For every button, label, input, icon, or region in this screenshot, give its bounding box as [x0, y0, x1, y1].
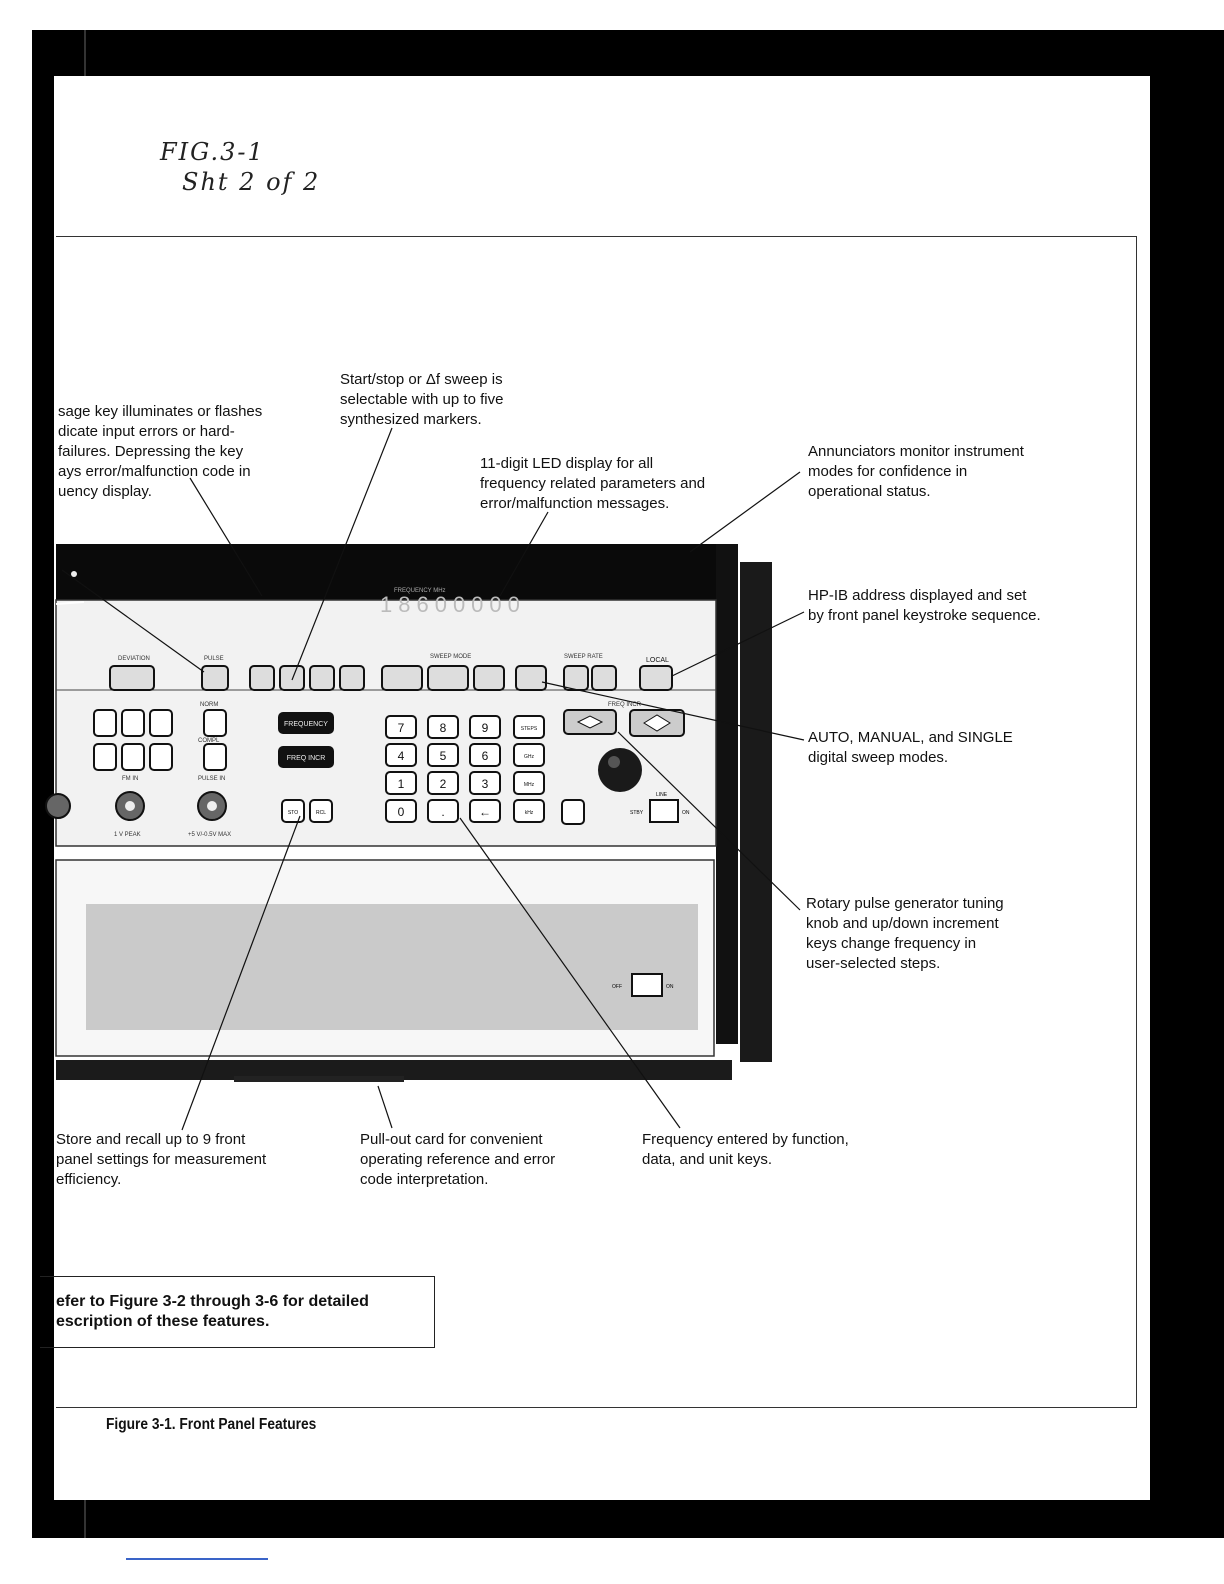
label-line: LINE [656, 792, 668, 798]
label-on: ON [682, 810, 690, 816]
callout-hpib: HP-IB address displayed and set by front… [808, 586, 1041, 626]
key-6: 6 [482, 749, 489, 763]
label-fm-in: FM IN [122, 776, 138, 782]
label-peak: 1 V PEAK [114, 832, 141, 838]
unit-key-mhz: MHz [524, 782, 535, 788]
label-on-2: ON [666, 984, 674, 990]
callout-freq-entry: Frequency entered by function, data, and… [642, 1130, 849, 1170]
key-3: 3 [482, 777, 489, 791]
callout-rotary: Rotary pulse generator tuning knob and u… [806, 894, 1004, 974]
rcl-key-label: RCL [316, 810, 326, 816]
label-norm: NORM [200, 702, 218, 708]
callout-pullout-card: Pull-out card for convenient operating r… [360, 1130, 555, 1190]
key-backspace: ← [479, 805, 491, 819]
label-off: OFF [612, 984, 622, 990]
key-9: 9 [482, 721, 489, 735]
label-sweep-mode: SWEEP MODE [430, 654, 471, 660]
key-0: 0 [398, 805, 405, 819]
callout-annunciators: Annunciators monitor instrument modes fo… [808, 442, 1024, 502]
label-comp: COMPL [198, 738, 220, 744]
key-decimal: . [441, 805, 444, 819]
label-pulse: PULSE [204, 656, 224, 662]
figure-caption: Figure 3-1. Front Panel Features [106, 1416, 316, 1434]
callout-store-recall: Store and recall up to 9 front panel set… [56, 1130, 266, 1190]
unit-key-steps: STEPS [521, 726, 538, 732]
unit-key-khz: kHz [525, 810, 534, 816]
key-5: 5 [440, 749, 447, 763]
callout-sweep: Start/stop or Δf sweep is selectable wit… [340, 370, 503, 430]
key-7: 7 [398, 721, 405, 735]
reference-note: efer to Figure 3-2 through 3-6 for detai… [56, 1292, 369, 1332]
key-8: 8 [440, 721, 447, 735]
led-display: 18600000 [380, 592, 526, 617]
label-pulse-in: PULSE IN [198, 776, 225, 782]
key-1: 1 [398, 777, 405, 791]
unit-key-ghz: GHz [524, 754, 535, 760]
key-4: 4 [398, 749, 405, 763]
callout-message-key: sage key illuminates or flashes dicate i… [58, 402, 262, 502]
local-key-label: LOCAL [646, 657, 669, 664]
frequency-key-label: FREQUENCY [284, 721, 328, 728]
label-stby: STBY [630, 810, 644, 816]
label-max: +5 V/-0.5V MAX [188, 832, 231, 838]
sto-key-label: STO [288, 810, 298, 816]
key-2: 2 [440, 777, 447, 791]
callout-sweep-modes: AUTO, MANUAL, and SINGLE digital sweep m… [808, 728, 1013, 768]
freq-incr-key-label: FREQ INCR [287, 755, 326, 762]
label-deviation: DEVIATION [118, 656, 150, 662]
blue-rule [126, 1558, 268, 1560]
label-sweep-rate: SWEEP RATE [564, 654, 603, 660]
callout-led-display: 11-digit LED display for all frequency r… [480, 454, 705, 514]
